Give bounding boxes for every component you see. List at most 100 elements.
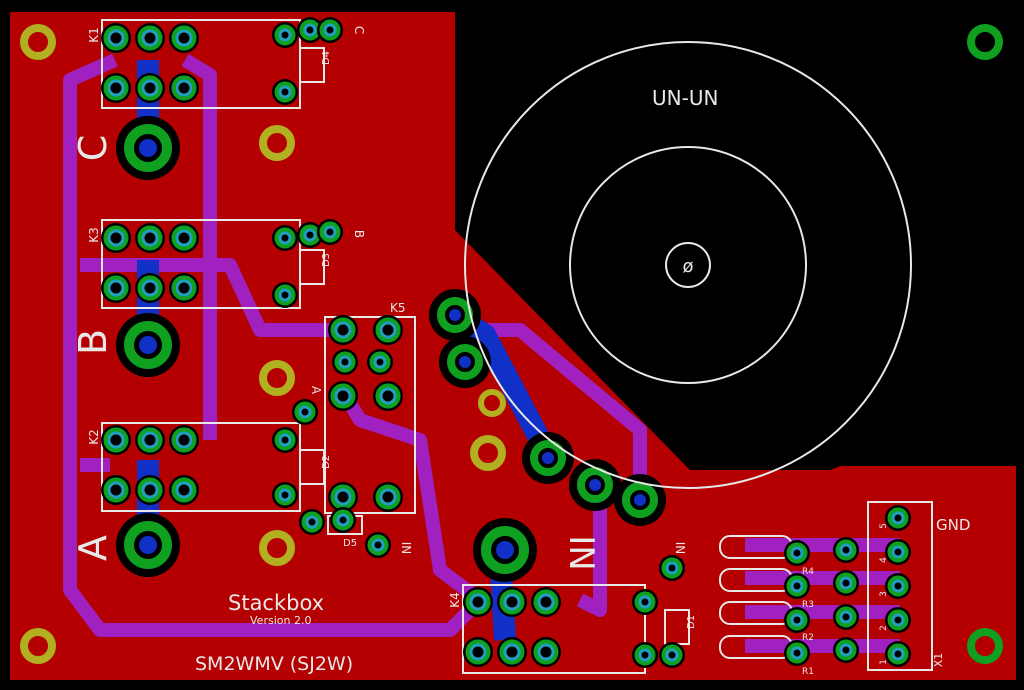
small-pad bbox=[784, 540, 810, 566]
diode-mark-a: A bbox=[309, 386, 323, 395]
small-pad bbox=[330, 507, 356, 533]
small-pad bbox=[272, 22, 298, 48]
relay-pad bbox=[135, 273, 165, 303]
diode-label-d4: D4 bbox=[321, 51, 332, 65]
relay-pad bbox=[373, 482, 403, 512]
small-pad bbox=[332, 349, 358, 375]
diode-label-d2: D2 bbox=[321, 455, 332, 469]
relay-label-k2: K2 bbox=[87, 429, 101, 445]
small-pad bbox=[659, 642, 685, 668]
relay-label-k3: K3 bbox=[87, 227, 101, 243]
resistor-label-r2: R2 bbox=[802, 633, 814, 643]
resistor-label-r3: R3 bbox=[802, 600, 814, 610]
relay-pads bbox=[101, 23, 561, 667]
connector-pin-5: 5 bbox=[879, 523, 889, 529]
small-pad bbox=[632, 589, 658, 615]
small-pad bbox=[659, 555, 685, 581]
small-pad bbox=[784, 573, 810, 599]
input-label: IN bbox=[561, 535, 601, 570]
relay-pad bbox=[169, 73, 199, 103]
relay-pad bbox=[135, 223, 165, 253]
relay-pad bbox=[101, 23, 131, 53]
small-pad bbox=[365, 532, 391, 558]
relay-pad bbox=[169, 475, 199, 505]
relay-pad bbox=[135, 425, 165, 455]
relay-pad bbox=[463, 587, 493, 617]
small-pad bbox=[833, 570, 859, 596]
relay-pad bbox=[101, 73, 131, 103]
resistor-label-r1: R1 bbox=[802, 667, 814, 677]
small-pad bbox=[885, 539, 911, 565]
small-pad bbox=[272, 79, 298, 105]
board-author: SM2WMV (SJ2W) bbox=[195, 653, 353, 675]
connector-label: X1 bbox=[932, 653, 945, 668]
svg-text:ø: ø bbox=[682, 256, 693, 277]
relay-pad bbox=[531, 587, 561, 617]
small-pad bbox=[784, 640, 810, 666]
small-pad bbox=[885, 607, 911, 633]
connector-pin-4: 4 bbox=[879, 557, 889, 563]
connector-outline bbox=[867, 501, 933, 671]
small-pad bbox=[885, 641, 911, 667]
relay-pad bbox=[135, 475, 165, 505]
relay-pad bbox=[101, 475, 131, 505]
connector-pin-1: 1 bbox=[879, 659, 889, 665]
relay-pad bbox=[169, 23, 199, 53]
relay-pad bbox=[101, 425, 131, 455]
diode-mark-in-d1: IN bbox=[673, 542, 687, 555]
gnd-label: GND bbox=[936, 516, 970, 534]
port-a-label: A bbox=[71, 535, 115, 561]
diode-mark-in-d5: IN bbox=[399, 542, 413, 555]
small-pad bbox=[632, 642, 658, 668]
relay-pad bbox=[373, 381, 403, 411]
port-c-label: C bbox=[71, 135, 115, 162]
small-pad bbox=[833, 637, 859, 663]
relay-pad bbox=[497, 587, 527, 617]
small-pad bbox=[272, 282, 298, 308]
relay-pad bbox=[101, 223, 131, 253]
relay-pad bbox=[169, 273, 199, 303]
small-pad bbox=[833, 604, 859, 630]
relay-label-k4: K4 bbox=[448, 592, 462, 608]
diode-mark-b: B bbox=[352, 230, 366, 238]
relay-pad bbox=[135, 73, 165, 103]
top-traces bbox=[63, 53, 900, 653]
diode-mark-c: C bbox=[352, 26, 366, 34]
diode-label-d3: D3 bbox=[321, 253, 332, 267]
small-pad bbox=[272, 427, 298, 453]
small-pad bbox=[885, 573, 911, 599]
relay-pad bbox=[497, 637, 527, 667]
diode-label-d5: D5 bbox=[343, 538, 357, 549]
small-pad bbox=[272, 225, 298, 251]
relay-pad bbox=[169, 425, 199, 455]
diode-label-d1: D1 bbox=[686, 615, 697, 629]
small-pad bbox=[299, 509, 325, 535]
port-b-label: B bbox=[71, 329, 115, 355]
toroid-label: UN-UN bbox=[652, 86, 718, 110]
small-pad bbox=[784, 607, 810, 633]
relay-pad bbox=[328, 315, 358, 345]
mount-holes bbox=[20, 24, 1003, 664]
relay-label-k5: K5 bbox=[390, 301, 406, 315]
small-pad bbox=[317, 219, 343, 245]
connector-pin-2: 2 bbox=[879, 625, 889, 631]
board-title: Stackbox bbox=[228, 591, 324, 615]
coax-pads bbox=[116, 116, 666, 582]
relay-pad bbox=[463, 637, 493, 667]
small-pad bbox=[272, 482, 298, 508]
small-pads bbox=[272, 17, 911, 668]
small-pad bbox=[885, 505, 911, 531]
small-pad bbox=[292, 399, 318, 425]
resistor-label-r4: R4 bbox=[802, 567, 814, 577]
board-copper bbox=[10, 12, 1016, 680]
small-pad bbox=[367, 349, 393, 375]
relay-label-k1: K1 bbox=[87, 27, 101, 43]
relay-pad bbox=[531, 637, 561, 667]
relay-pad bbox=[135, 23, 165, 53]
small-pad bbox=[833, 537, 859, 563]
small-pad bbox=[297, 17, 323, 43]
relay-pad bbox=[328, 381, 358, 411]
relay-pad bbox=[373, 315, 403, 345]
board-version: Version 2.0 bbox=[250, 614, 311, 627]
